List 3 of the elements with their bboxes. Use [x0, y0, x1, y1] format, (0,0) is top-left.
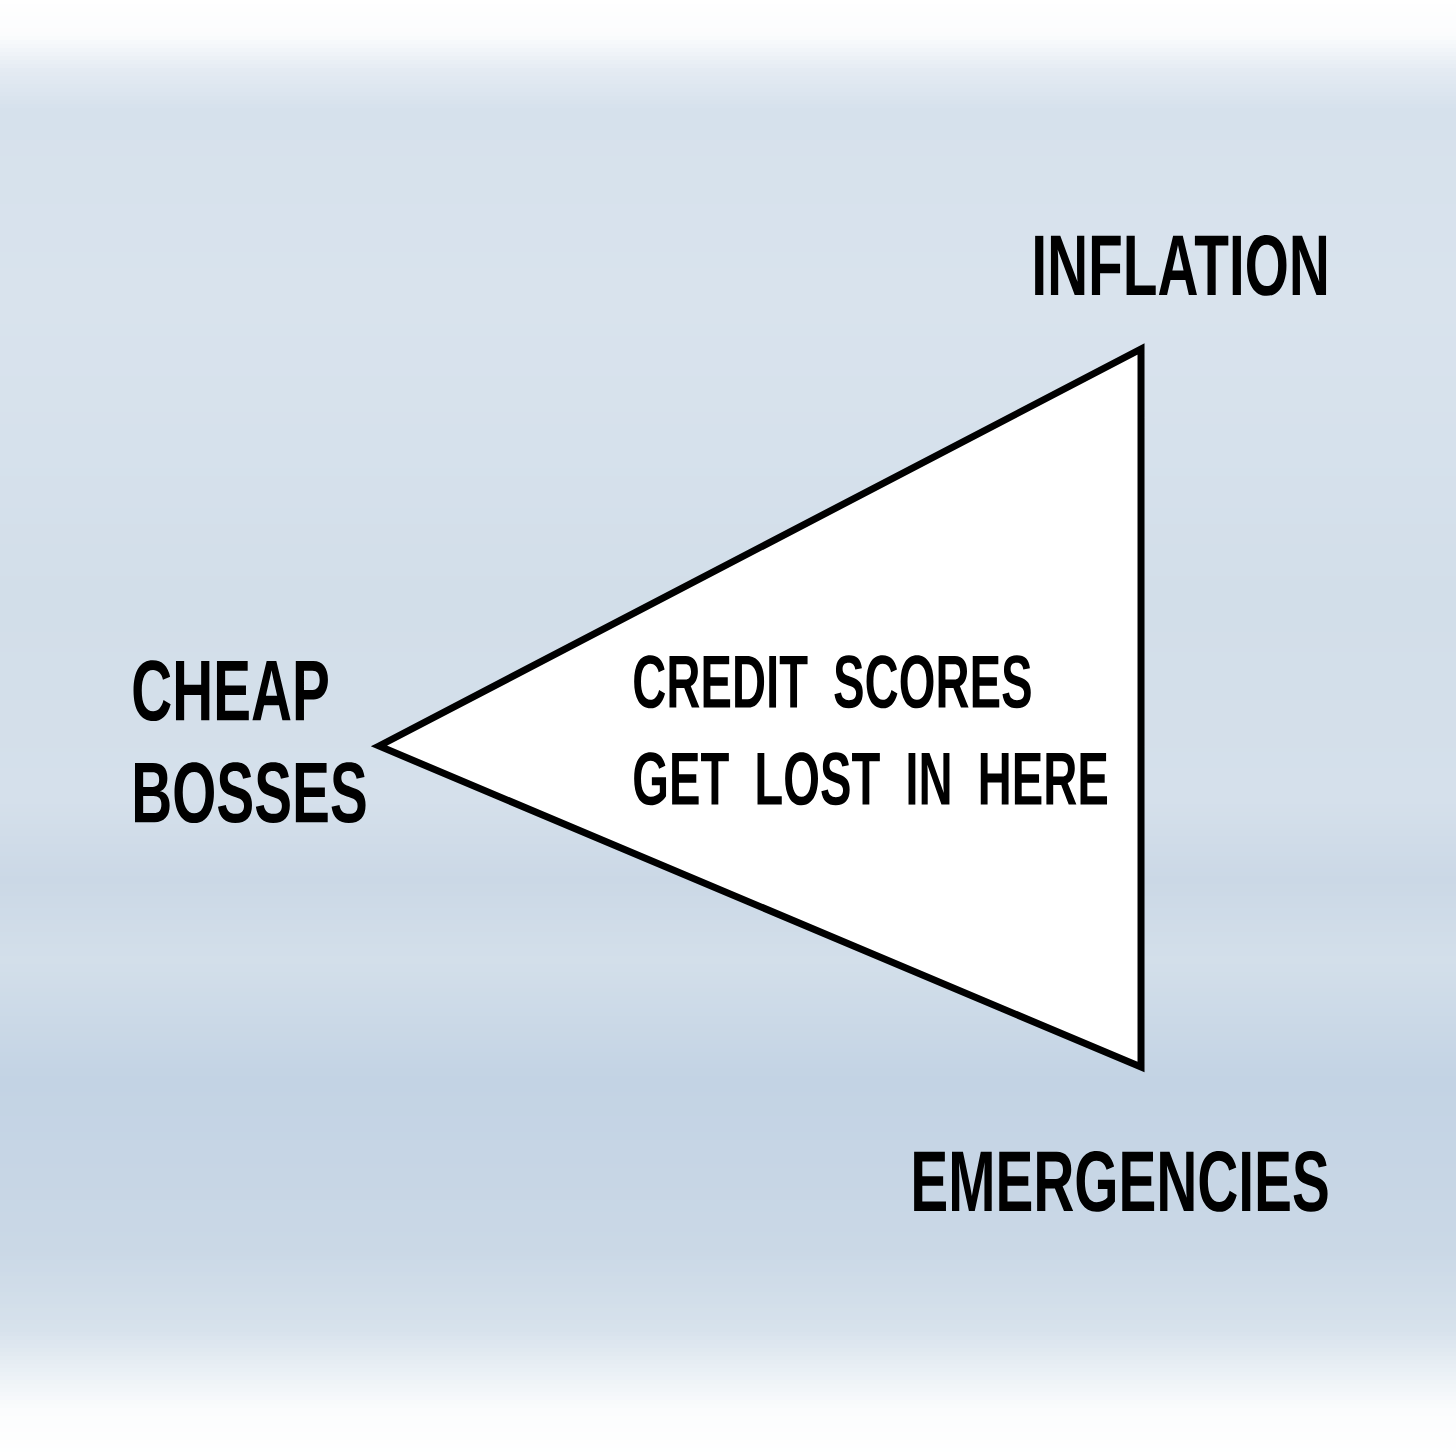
corner-label: EMERGENCIES — [914, 1151, 1328, 1212]
corner-label: INFLATION — [1035, 234, 1327, 296]
corner-label: CHEAP BOSSES — [133, 660, 366, 824]
